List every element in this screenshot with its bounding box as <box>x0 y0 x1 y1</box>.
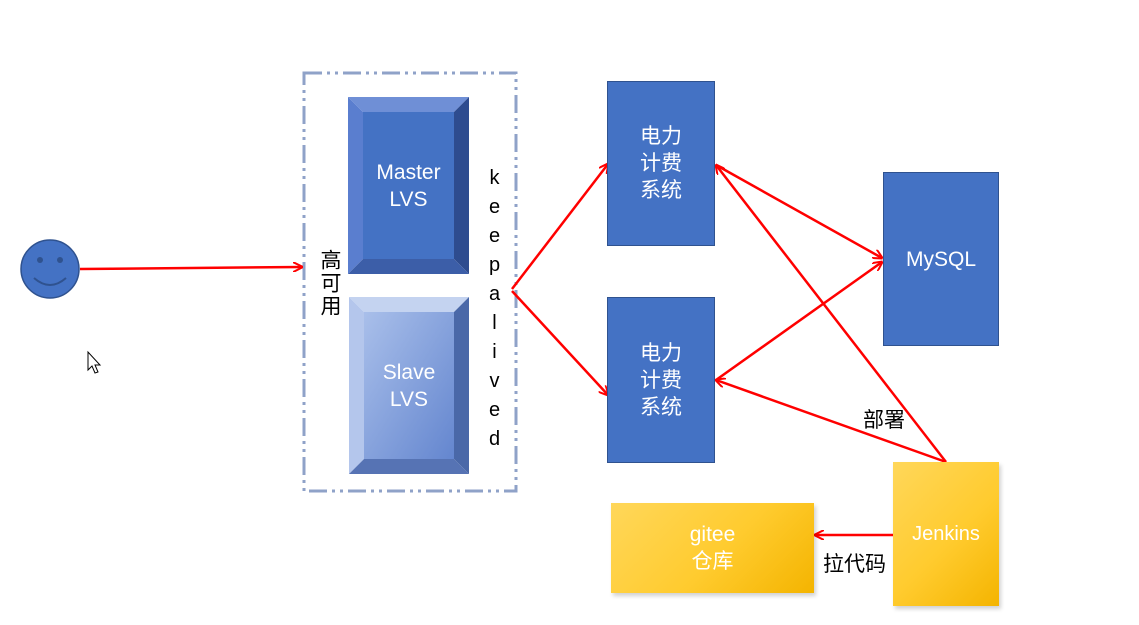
gitee-repo-node[interactable]: gitee 仓库 <box>611 503 814 593</box>
billing-system-bottom-label: 电力 计费 系统 <box>640 341 682 419</box>
arrow-jenkins-to-app-top <box>716 165 947 463</box>
ha-label: 高可用 <box>317 249 341 318</box>
smiley-face-icon <box>20 239 80 299</box>
billing-system-top-label: 电力 计费 系统 <box>640 125 682 202</box>
pull-code-edge-label: 拉代码 <box>823 553 886 576</box>
arrow-lvs-to-app-bottom <box>511 290 608 395</box>
jenkins-label: Jenkins <box>912 522 980 545</box>
mysql-node[interactable]: MySQL <box>883 172 999 346</box>
jenkins-node[interactable]: Jenkins <box>893 462 999 606</box>
mouse-pointer-icon <box>87 350 102 374</box>
mysql-label: MySQL <box>905 247 976 271</box>
slave-lvs-bevel <box>349 297 469 474</box>
master-lvs-bevel <box>348 97 469 274</box>
gitee-repo-label: gitee 仓库 <box>689 523 736 573</box>
arrow-app-bottom-to-mysql <box>715 262 882 382</box>
deploy-edge-label: 部署 <box>863 409 905 432</box>
keepalived-label: keepalived <box>482 167 506 457</box>
ha-label-text: 高可用 <box>318 249 341 318</box>
arrow-app-top-to-mysql <box>715 163 882 258</box>
master-lvs-node[interactable]: Master LVS <box>348 97 469 274</box>
billing-system-bottom-node[interactable]: 电力 计费 系统 <box>607 297 715 463</box>
master-lvs-label: Master LVS <box>376 160 441 211</box>
keepalived-text: keepalived <box>483 167 506 457</box>
arrow-user-to-ha <box>79 267 302 269</box>
arrow-jenkins-to-app-bottom <box>716 380 947 464</box>
arrow-lvs-to-app-top <box>511 164 608 290</box>
slave-lvs-node[interactable]: Slave LVS <box>349 297 469 474</box>
billing-system-top-node[interactable]: 电力 计费 系统 <box>607 81 715 246</box>
slave-lvs-label: Slave LVS <box>382 360 436 411</box>
